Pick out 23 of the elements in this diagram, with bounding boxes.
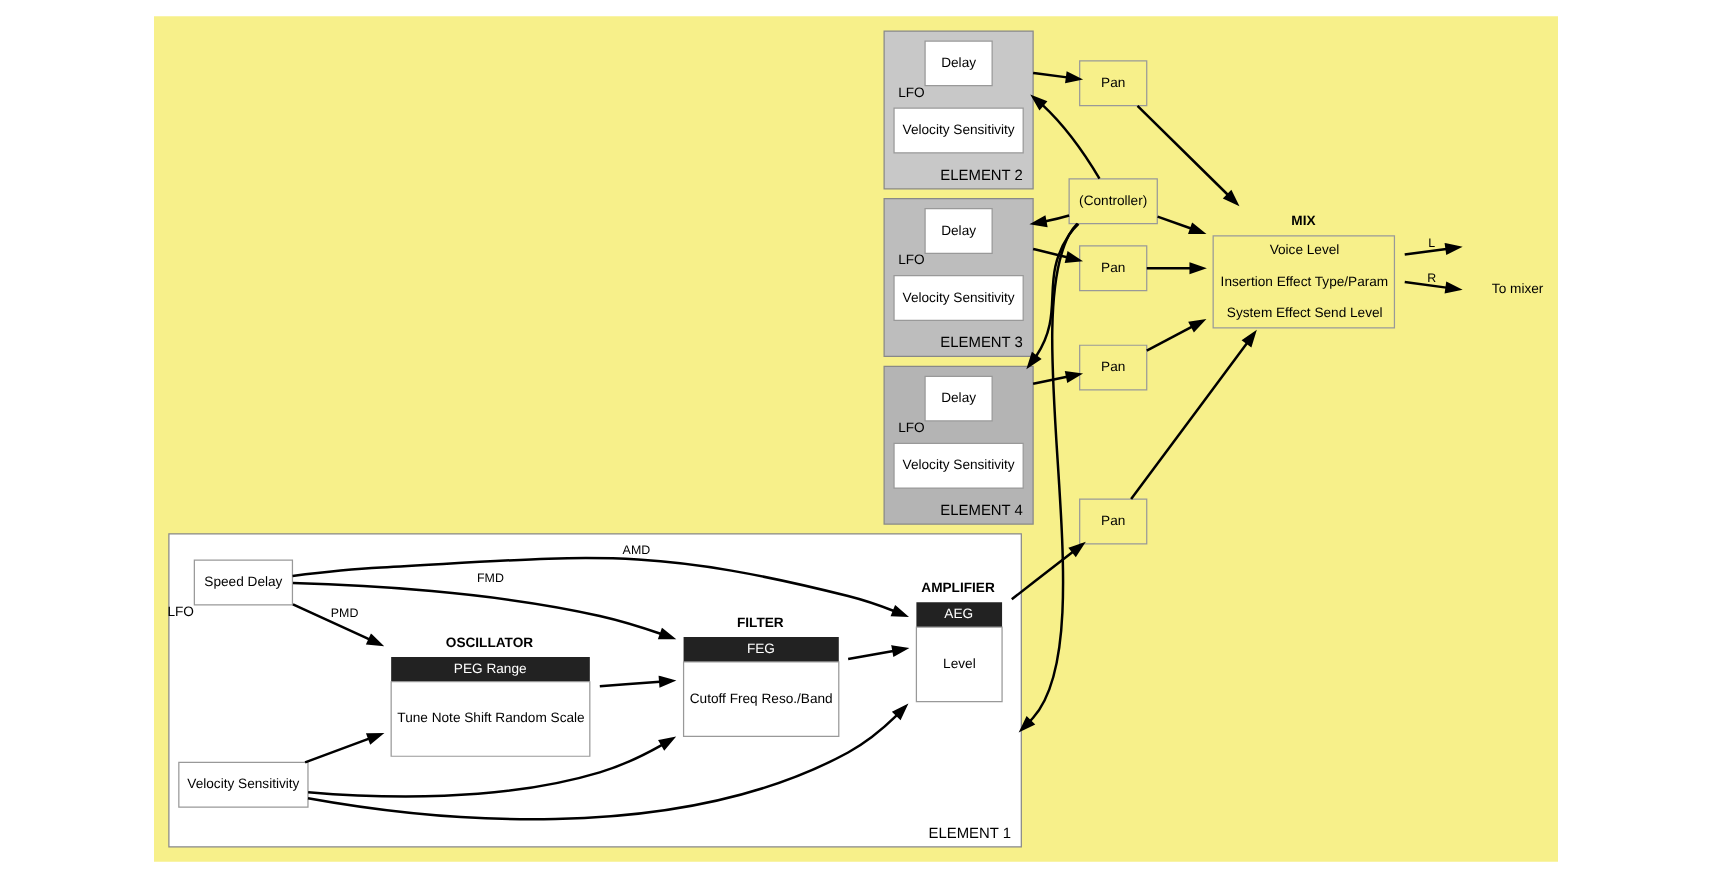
arrow (306, 703, 908, 821)
arrow (1145, 262, 1206, 275)
arrow (1031, 247, 1083, 263)
arrow (846, 645, 909, 661)
arrow (598, 675, 676, 688)
arrow (1403, 280, 1462, 294)
arrow (1025, 222, 1079, 370)
arrow (1029, 94, 1100, 180)
arrow (1031, 71, 1083, 84)
arrow (1145, 319, 1206, 352)
arrow (1156, 215, 1206, 235)
arrow (291, 581, 676, 640)
arrow (291, 603, 384, 647)
arrow (303, 733, 384, 764)
arrow (291, 556, 908, 618)
arrow (1017, 222, 1078, 733)
arrow (1135, 105, 1239, 207)
arrow (307, 736, 676, 798)
arrow (1028, 214, 1069, 228)
arrow (1031, 371, 1083, 385)
arrow (1129, 329, 1256, 500)
arrow (1010, 541, 1085, 601)
arrow (1403, 243, 1462, 256)
